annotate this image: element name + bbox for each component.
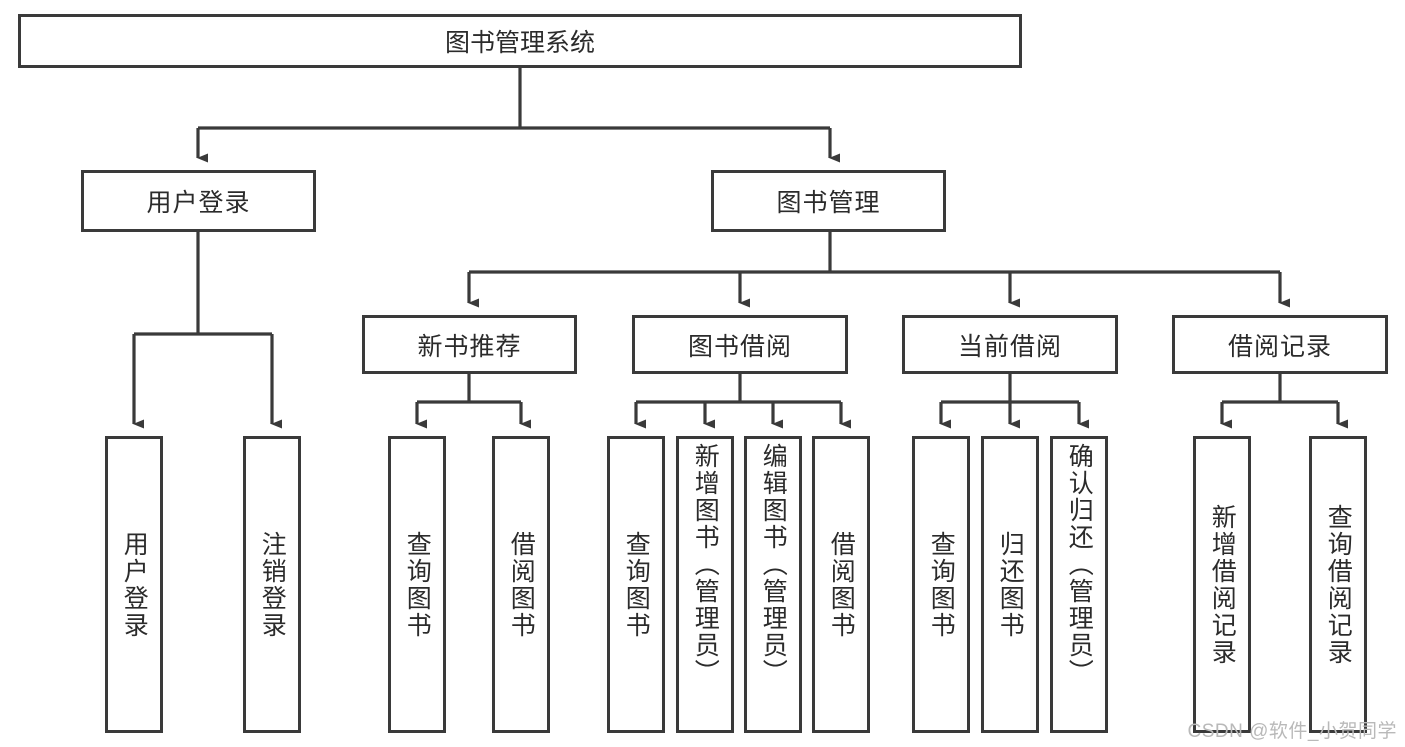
node-label: 图书借阅 bbox=[687, 332, 792, 361]
leaf-current-borrow-query[interactable]: 查询图书 bbox=[912, 436, 970, 733]
leaf-borrow-record-query[interactable]: 查询借阅记录 bbox=[1309, 436, 1367, 733]
node-label: 借阅图书 bbox=[507, 530, 536, 639]
leaf-text-wrap: 查询图书 bbox=[610, 439, 662, 730]
node-borrow-record[interactable]: 借阅记录 bbox=[1172, 315, 1388, 374]
node-label: 图书管理系统 bbox=[444, 29, 595, 57]
leaf-book-borrow-query[interactable]: 查询图书 bbox=[607, 436, 665, 733]
node-label: 借阅图书 bbox=[827, 530, 856, 639]
leaf-book-borrow-add[interactable]: 新增图书（管理员） bbox=[676, 436, 734, 733]
node-book-borrow[interactable]: 图书借阅 bbox=[632, 315, 848, 374]
leaf-book-borrow-borrow[interactable]: 借阅图书 bbox=[812, 436, 870, 733]
leaf-text-wrap: 查询图书 bbox=[915, 439, 967, 730]
node-book-management[interactable]: 图书管理 bbox=[711, 170, 946, 232]
node-label: 图书管理 bbox=[776, 189, 881, 217]
leaf-new-book-borrow[interactable]: 借阅图书 bbox=[492, 436, 550, 733]
leaf-user-login-login[interactable]: 用户登录 bbox=[105, 436, 163, 733]
leaf-text-wrap: 查询图书 bbox=[391, 439, 443, 730]
leaf-text-wrap: 新增借阅记录 bbox=[1196, 439, 1248, 730]
node-current-borrow[interactable]: 当前借阅 bbox=[902, 315, 1118, 374]
node-label: 注销登录 bbox=[258, 530, 287, 639]
node-label: 查询图书 bbox=[403, 530, 432, 639]
node-new-book-recommend[interactable]: 新书推荐 bbox=[362, 315, 577, 374]
leaf-new-book-query[interactable]: 查询图书 bbox=[388, 436, 446, 733]
leaf-text-wrap: 借阅图书 bbox=[815, 439, 867, 730]
leaf-text-wrap: 新增图书（管理员） bbox=[679, 439, 731, 734]
leaf-current-borrow-return[interactable]: 归还图书 bbox=[981, 436, 1039, 733]
leaf-text-wrap: 归还图书 bbox=[984, 439, 1036, 730]
node-label: 借阅记录 bbox=[1227, 332, 1332, 361]
node-label: 当前借阅 bbox=[957, 332, 1062, 361]
leaf-text-wrap: 查询借阅记录 bbox=[1312, 439, 1364, 730]
node-root-system[interactable]: 图书管理系统 bbox=[18, 14, 1022, 68]
node-label: 用户登录 bbox=[120, 530, 149, 639]
leaf-text-wrap: 确认归还（管理员） bbox=[1053, 439, 1105, 734]
node-label: 编辑图书（管理员） bbox=[759, 443, 788, 686]
node-label: 新增借阅记录 bbox=[1208, 503, 1237, 666]
leaf-borrow-record-add[interactable]: 新增借阅记录 bbox=[1193, 436, 1251, 733]
leaf-text-wrap: 编辑图书（管理员） bbox=[747, 439, 799, 734]
node-label: 归还图书 bbox=[996, 530, 1025, 639]
leaf-text-wrap: 注销登录 bbox=[246, 439, 298, 730]
node-label: 新增图书（管理员） bbox=[691, 443, 720, 686]
leaf-text-wrap: 借阅图书 bbox=[495, 439, 547, 730]
node-label: 确认归还（管理员） bbox=[1065, 443, 1094, 686]
node-label: 查询借阅记录 bbox=[1324, 503, 1353, 666]
leaf-current-borrow-confirm[interactable]: 确认归还（管理员） bbox=[1050, 436, 1108, 733]
node-label: 用户登录 bbox=[146, 189, 251, 217]
node-label: 查询图书 bbox=[622, 530, 651, 639]
node-label: 新书推荐 bbox=[417, 332, 522, 361]
leaf-user-login-logout[interactable]: 注销登录 bbox=[243, 436, 301, 733]
leaf-book-borrow-edit[interactable]: 编辑图书（管理员） bbox=[744, 436, 802, 733]
node-user-login[interactable]: 用户登录 bbox=[81, 170, 316, 232]
node-label: 查询图书 bbox=[927, 530, 956, 639]
leaf-text-wrap: 用户登录 bbox=[108, 439, 160, 730]
